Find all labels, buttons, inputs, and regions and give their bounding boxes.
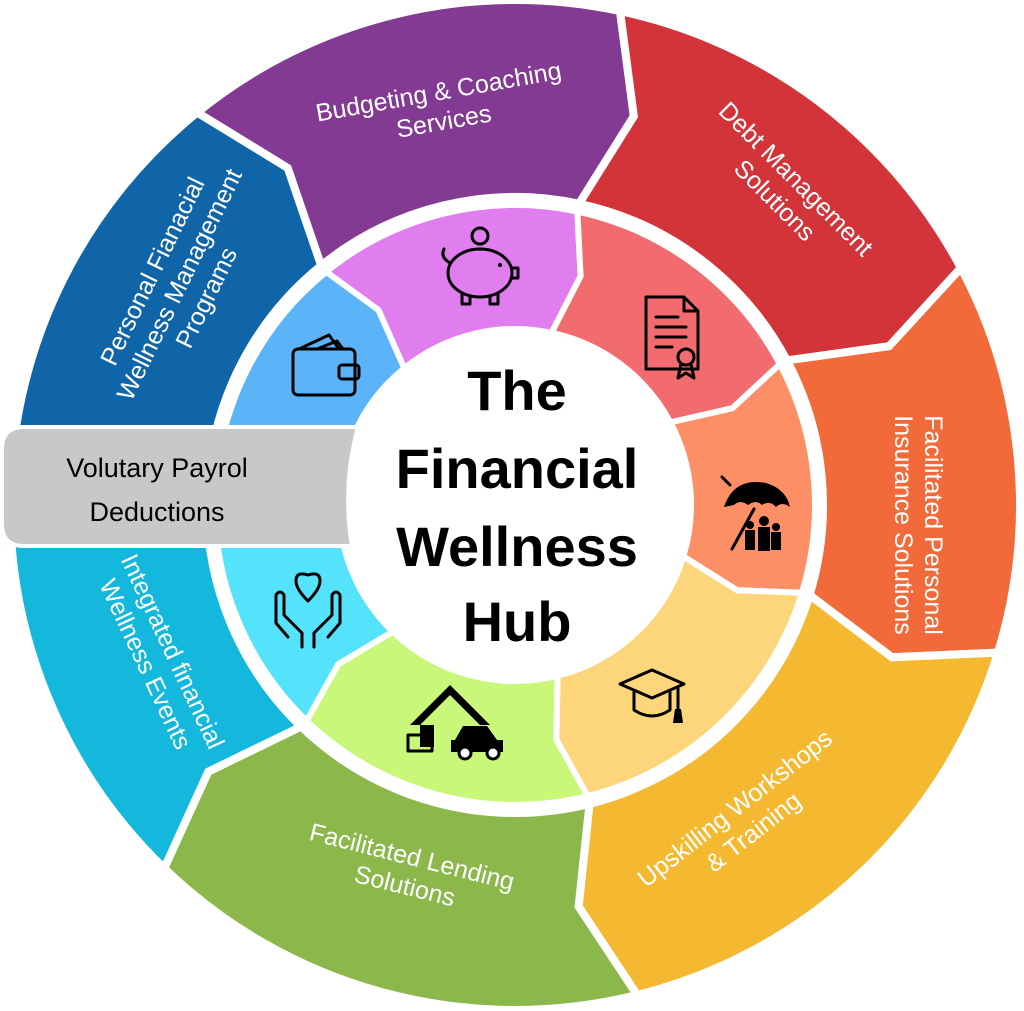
house-car-icon — [406, 685, 503, 761]
hub-title: The Financial Wellness Hub — [396, 359, 639, 653]
hub-line: Financial — [396, 437, 639, 500]
piggy-bank-icon — [441, 226, 520, 306]
segment-label-insurance[interactable]: Facilitated Personal Insurance Solutions — [889, 415, 947, 635]
label-line: Facilitated Personal — [919, 415, 947, 635]
wallet-icon — [291, 333, 361, 397]
payroll-line: Deductions — [89, 497, 224, 527]
umbrella-family-icon — [720, 475, 790, 551]
label-line: Insurance Solutions — [889, 415, 917, 635]
payroll-deductions-badge[interactable]: Volutary Payrol Deductions — [0, 425, 361, 548]
hub-line: The — [467, 359, 567, 422]
hands-heart-icon — [274, 572, 342, 649]
payroll-pill — [0, 425, 361, 548]
certificate-document-icon — [644, 295, 700, 380]
hub-line: Hub — [463, 590, 572, 653]
outer-ring — [6, 0, 1024, 1011]
payroll-line: Volutary Payrol — [66, 453, 248, 483]
outer-segment-programs[interactable] — [6, 107, 326, 501]
graduation-cap-icon — [618, 668, 686, 723]
hub-circle — [339, 329, 691, 681]
hub-line: Wellness — [396, 515, 638, 578]
